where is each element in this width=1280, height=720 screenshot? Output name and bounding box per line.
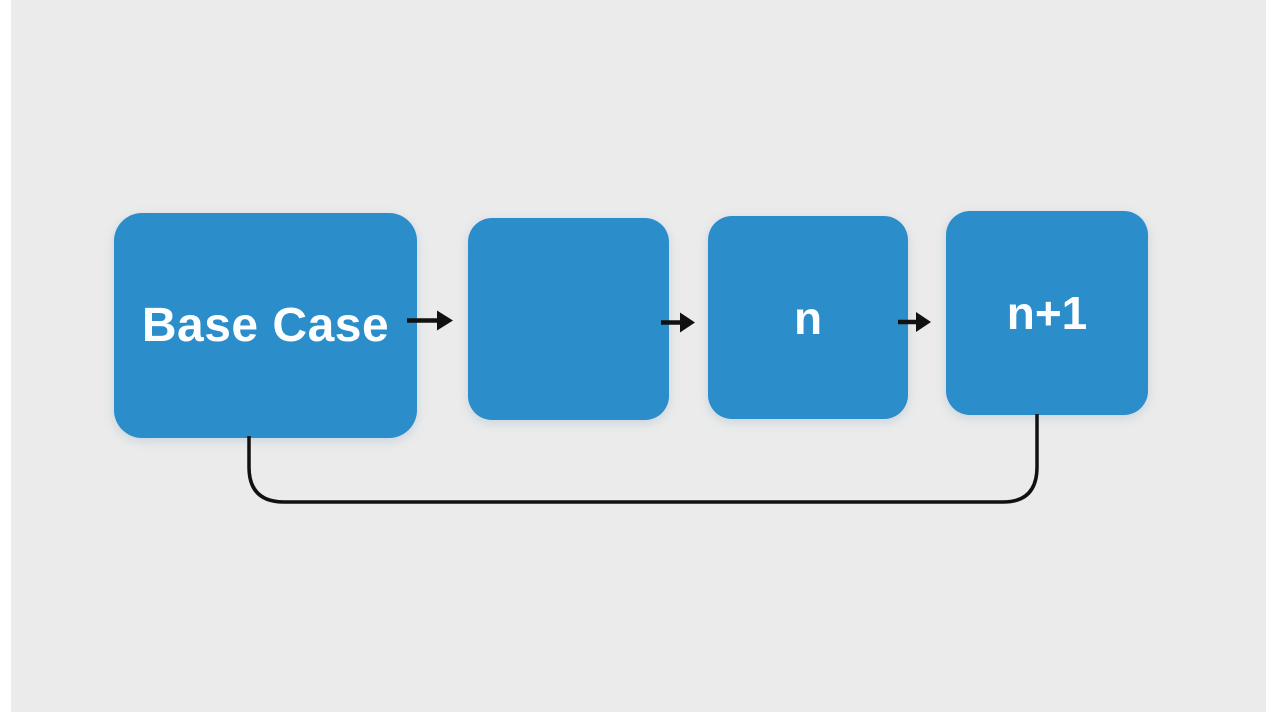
node-empty-step xyxy=(468,218,669,420)
diagram-canvas: Base Case n n+1 xyxy=(11,0,1266,712)
node-n-plus-1-label: n+1 xyxy=(1006,287,1088,339)
node-base-case: Base Case xyxy=(114,213,417,438)
node-n-plus-1: n+1 xyxy=(946,211,1148,415)
node-n: n xyxy=(708,216,908,419)
node-base-case-label: Base Case xyxy=(141,299,390,352)
node-n-label: n xyxy=(793,291,823,344)
